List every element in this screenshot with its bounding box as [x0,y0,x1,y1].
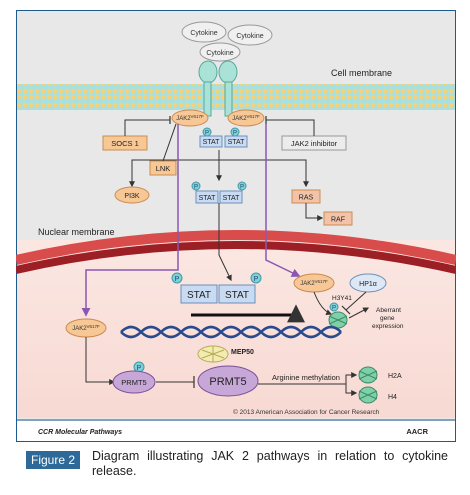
arrow-to-pi3k [129,159,219,188]
arrow-to-aberrant [348,307,370,319]
nucleosome-h4 [358,386,378,404]
h3y41-label: H3Y41 [332,295,352,302]
phospho-nuc-right [250,272,262,284]
phospho-label: P [194,185,198,191]
inhibitor-line [266,119,315,136]
aberrant-label-1: Aberrant [376,307,401,314]
footer-band [17,421,455,441]
stat-dimer-left [195,190,219,204]
caption-text: Diagram illustrating JAK 2 pathways in r… [92,449,448,478]
figure-panel: Cell membrane Cytokine Cytokine Cytokine… [14,9,458,443]
arrow-ras-raf [305,203,324,221]
stat-label: STAT [225,290,249,301]
cell-membrane [17,84,455,110]
arrow-jak2-into-nucleus [265,124,301,277]
phospho-label: P [240,185,244,191]
jak2-right-label: JAK2V617F [232,114,260,123]
jak2-nuclear-right-label: JAK2V617F [300,279,328,288]
cytokine-label-1: Cytokine [190,30,217,37]
phospho-label: P [254,276,259,283]
hp1a-inhibit-bar [341,305,351,315]
cell-membrane-label: Cell membrane [331,68,392,78]
prmt5-phospho-node [112,370,156,394]
stat-receptor-right [224,135,248,148]
cytokine-label-3: Cytokine [206,50,233,57]
jak2-left-label: JAK2V617F [176,114,204,123]
raf-box [323,211,353,226]
h4-label: H4 [388,394,397,401]
h2a-label: H2A [388,373,402,380]
phospho-histone [329,302,339,312]
socs1-label: SOCS 1 [111,139,139,148]
socs1-inhibit-line [124,119,170,136]
stat-label: STAT [203,139,221,146]
stat-label: STAT [187,290,211,301]
dna-helix [120,325,342,339]
jak2-right [227,109,265,127]
phospho-dimer-right [237,181,247,191]
phospho-label: P [137,365,142,372]
cytokine-receptor [198,60,238,117]
stat-dimer-right [219,190,243,204]
phospho-label: P [332,306,336,312]
footer-logo: AACR [406,427,428,436]
copyright-text: © 2013 American Association for Cancer R… [233,408,380,416]
hp1a-inhibit-line [345,291,367,311]
nuclear-membrane [14,230,458,274]
phospho-nuc-left [171,272,183,284]
phospho-label: P [175,276,180,283]
arrow-jak2-to-nuclear-jak2 [81,124,179,317]
ras-label: RAS [299,195,314,202]
phospho-dimer-left [191,181,201,191]
lnk-label: LNK [156,164,171,173]
arrow-jak2-to-prmt5 [85,337,116,385]
phospho-label: P [205,131,209,137]
phospho-label: P [233,131,237,137]
mep50-label: MEP50 [231,349,254,356]
figure-label: Figure 2 [26,451,81,469]
aberrant-label-3: expression [372,323,404,330]
hp1a-node [349,273,387,293]
arginine-methylation-label: Arginine methylation [272,373,340,382]
nucleosome-top [328,311,348,329]
cytokine-label-2: Cytokine [236,33,263,40]
cytokine-1 [181,21,227,43]
stat-nuc-left [180,284,218,304]
prmt5-main-label: PRMT5 [209,376,246,388]
arrow-to-h4 [345,384,358,396]
nuclear-membrane-label: Nuclear membrane [38,227,115,237]
stat-receptor-left [199,135,223,148]
raf-label: RAF [331,217,345,224]
cytokine-2 [227,24,273,46]
figure-caption: Figure 2 Diagram illustrating JAK 2 path… [26,447,450,487]
mep50-node [197,345,229,363]
arrow-to-ras [219,159,309,188]
cytokine-3 [199,42,241,62]
lnk-inhibit-line [162,123,177,162]
jak2-nuclear-left-label: JAK2V617F [72,324,100,333]
footer-left-text: CCR Molecular Pathways [38,429,122,436]
stat-label: STAT [228,139,246,146]
stat-nuc-right [218,284,256,304]
pi3k-label: PI3K [124,193,140,200]
arrow-to-h2a [345,372,358,384]
prmt5-node [197,365,259,397]
nucleosome-h2a [358,366,378,384]
stat-label: STAT [199,195,217,202]
arrow-stat-into-nucleus [218,203,232,282]
prmt5-label: PRMT5 [121,378,146,387]
pi3k-node [114,186,150,204]
stat-label: STAT [223,195,241,202]
hp1a-label: HP1α [359,281,377,288]
jak2-left [171,109,209,127]
pathway-diagram: Cell membrane Cytokine Cytokine Cytokine… [14,9,458,443]
jak2-inhibitor-label: JAK2 inhibitor [291,139,338,148]
stat-transcription-arrow [191,304,305,323]
aberrant-label-2: gene [380,315,395,322]
arrow-jak2-to-histone [313,291,333,315]
